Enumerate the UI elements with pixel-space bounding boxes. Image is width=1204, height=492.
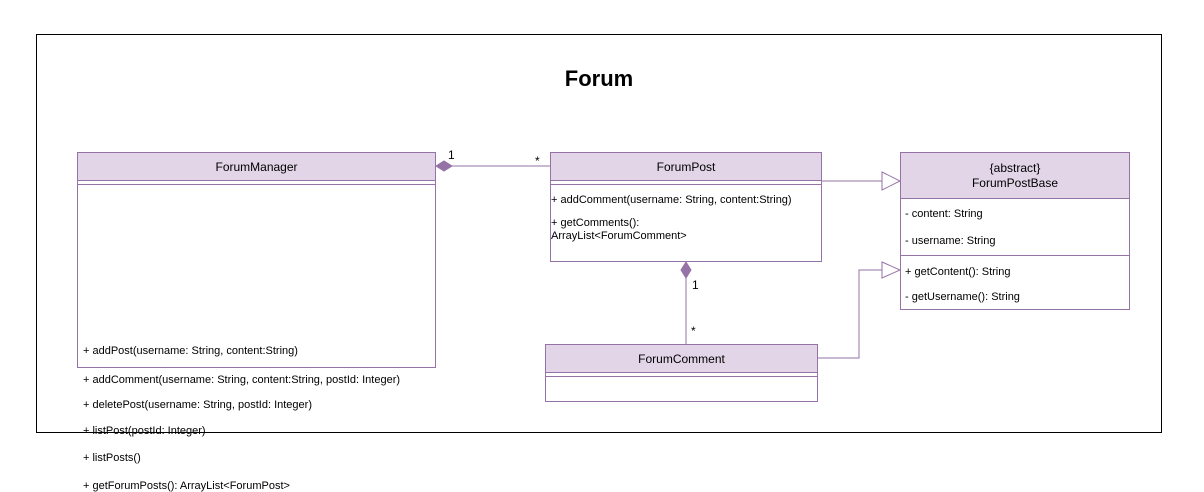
class-forum-post[interactable]: ForumPost + addComment(username: String,… [550, 152, 822, 262]
class-header: {abstract} ForumPostBase [901, 153, 1129, 199]
multiplicity-label: 1 [692, 278, 699, 292]
compartment-divider [551, 184, 821, 185]
multiplicity-label: * [691, 324, 696, 338]
method: + getComments(): [551, 217, 640, 229]
attribute: - username: String [905, 235, 996, 247]
method: + deletePost(username: String, postId: I… [83, 399, 312, 411]
class-name: ForumManager [215, 159, 298, 174]
method: + addComment(username: String, content:S… [83, 374, 401, 386]
connectors [435, 160, 902, 359]
method: + getForumPosts(): ArrayList<ForumPost> [83, 480, 290, 492]
method: - getUsername(): String [905, 291, 1020, 303]
class-forum-manager[interactable]: ForumManager + addPost(username: String,… [77, 152, 436, 492]
diagram-frame [36, 34, 1162, 433]
composition-diamond-icon [435, 160, 453, 172]
multiplicity-label: * [535, 154, 540, 168]
method: + addComment(username: String, content:S… [551, 194, 792, 206]
attribute: - content: String [905, 208, 983, 220]
method: + listPost(postId: Integer) [83, 425, 206, 437]
method: + listPosts() [83, 452, 141, 464]
class-name: ForumPost [656, 159, 716, 174]
compartment-divider [546, 376, 817, 377]
class-header: ForumComment [546, 345, 817, 373]
inheritance-triangle-icon [881, 171, 902, 191]
compartment-divider [901, 255, 1129, 256]
class-name: ForumComment [638, 351, 725, 366]
composition-diamond-icon [680, 261, 692, 279]
class-forum-comment[interactable]: ForumComment [545, 344, 818, 402]
uml-class-diagram: Forum ForumManager + addPost(username: S… [36, 34, 1162, 492]
class-forum-post-base[interactable]: {abstract} ForumPostBase - content: Stri… [900, 152, 1130, 310]
class-name: ForumPostBase [971, 175, 1059, 190]
class-header: ForumPost [551, 153, 821, 181]
inheritance-comment-line [818, 269, 882, 359]
method: + addPost(username: String, content:Stri… [83, 345, 298, 357]
inheritance-triangle-icon [881, 261, 902, 279]
method: + getContent(): String [905, 266, 1011, 278]
method: ArrayList<ForumComment> [551, 230, 687, 242]
multiplicity-label: 1 [448, 148, 455, 162]
compartment-divider [78, 184, 435, 185]
diagram-title: Forum [564, 66, 634, 91]
class-stereotype: {abstract} [989, 160, 1041, 175]
class-header: ForumManager [78, 153, 435, 181]
